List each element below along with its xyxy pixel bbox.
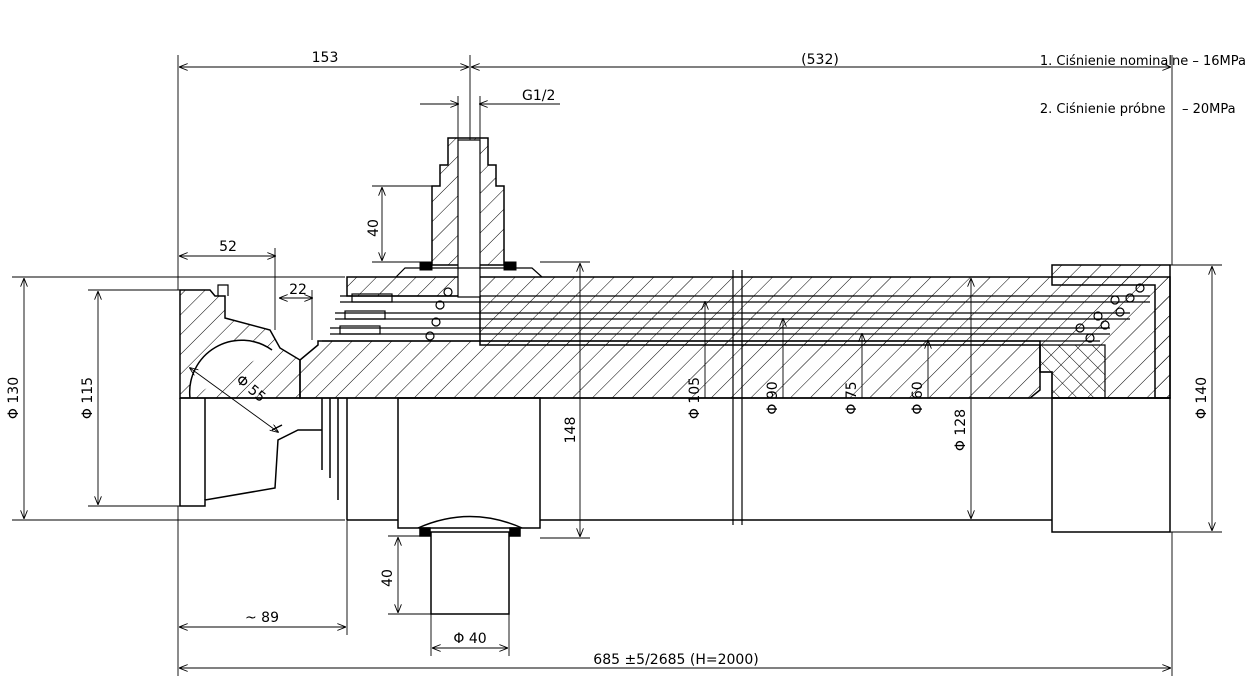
dim-phi115: Φ 115: [80, 377, 96, 419]
dim-g12: G1/2: [522, 88, 555, 104]
dim-153: 153: [312, 50, 339, 66]
cylinder-lower-outline: [180, 397, 1171, 533]
dimension-lines: [12, 55, 1222, 676]
break-lines: [732, 270, 743, 525]
dim-phi130: Φ 130: [6, 377, 22, 419]
left-mount-lower: [179, 398, 322, 507]
left-seals: [339, 287, 453, 341]
dim-phi90: Φ 90: [765, 381, 781, 414]
dim-phi140: Φ 140: [1194, 377, 1210, 419]
dim-40-bottom: 40: [380, 569, 396, 587]
dim-532: (532): [801, 52, 839, 68]
dim-89: ~ 89: [245, 610, 279, 626]
right-seals: [1075, 283, 1145, 343]
bottom-port: [417, 515, 523, 615]
dim-phi60: Φ 60: [910, 381, 926, 414]
dim-22: 22: [289, 282, 307, 298]
dimension-labels: 153 (532) G1/2 40 52 22 Φ 130 Φ 115 Φ 55…: [6, 50, 1210, 668]
dim-overall-length: 685 ±5/2685 (H=2000): [593, 652, 758, 668]
plunger-section: [299, 340, 1041, 399]
dim-phi40: Φ 40: [453, 631, 486, 647]
dim-40-top: 40: [366, 219, 382, 237]
dim-phi75: Φ 75: [844, 381, 860, 414]
dim-phi105: Φ 105: [687, 377, 703, 419]
dim-52: 52: [219, 239, 237, 255]
note-test-pressure: 2. Ciśnienie próbne – 20MPa: [1039, 102, 1236, 117]
dim-148: 148: [563, 417, 579, 444]
dim-phi128: Φ 128: [953, 409, 969, 451]
port-fitting: [395, 137, 543, 298]
